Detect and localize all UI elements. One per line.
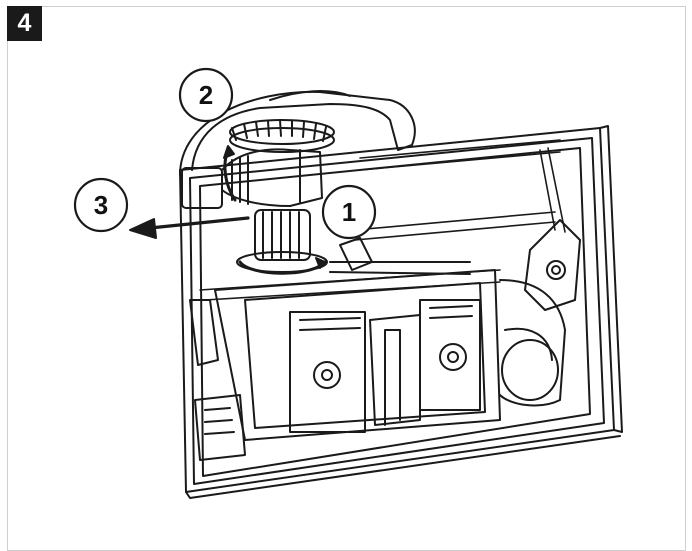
upper-rotation-ring xyxy=(223,119,335,202)
left-side-clip xyxy=(189,299,246,461)
callout-2-label: 2 xyxy=(199,80,213,110)
mounting-frame xyxy=(179,125,623,499)
callout-2 xyxy=(178,67,234,123)
step-number-badge: 4 xyxy=(7,6,42,41)
lower-nut xyxy=(236,209,328,275)
callout-1-label: 1 xyxy=(342,197,356,227)
callout-3-label: 3 xyxy=(94,190,108,220)
inner-rails xyxy=(199,139,566,301)
callout-1 xyxy=(321,184,377,240)
pipe-elbow xyxy=(499,279,566,407)
callout-3 xyxy=(73,177,129,233)
right-side-clip xyxy=(524,219,581,311)
mechanism-block xyxy=(214,269,501,441)
pipe-clip xyxy=(329,237,471,275)
valve-housing xyxy=(179,90,416,209)
pull-direction-arrow xyxy=(129,216,250,239)
